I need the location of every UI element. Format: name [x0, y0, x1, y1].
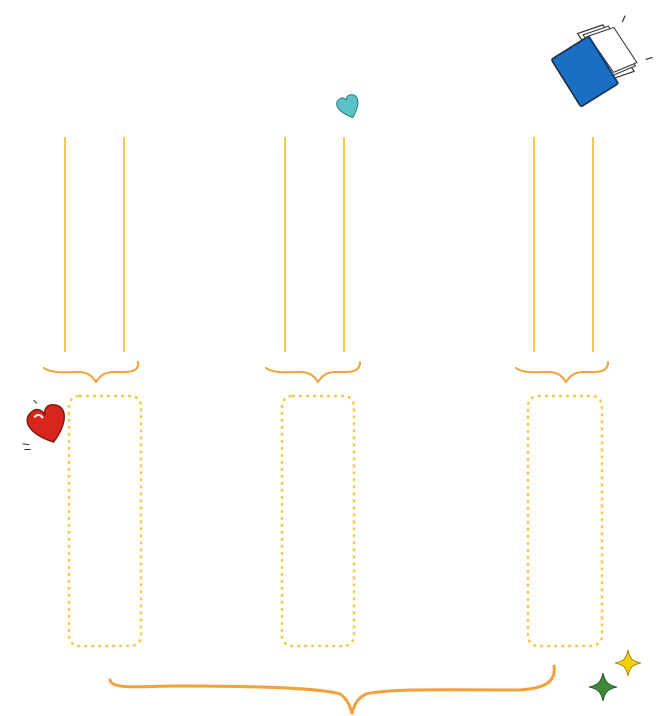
- column-middle: [266, 137, 360, 646]
- small-brace-left: [44, 362, 138, 382]
- answer-box-left[interactable]: [69, 396, 141, 646]
- yellow-sparkle-icon: [615, 650, 641, 676]
- answer-box-middle[interactable]: [282, 396, 354, 646]
- book-icon: [547, 7, 655, 107]
- big-brace-bottom: [110, 666, 554, 714]
- red-heart-icon: [11, 393, 72, 452]
- column-right: [516, 137, 608, 646]
- green-sparkle-icon: [589, 673, 617, 701]
- small-brace-right: [516, 362, 608, 382]
- column-left: [44, 137, 141, 646]
- answer-box-right[interactable]: [528, 396, 602, 646]
- teal-heart-icon: [335, 93, 363, 121]
- small-brace-middle: [266, 362, 360, 382]
